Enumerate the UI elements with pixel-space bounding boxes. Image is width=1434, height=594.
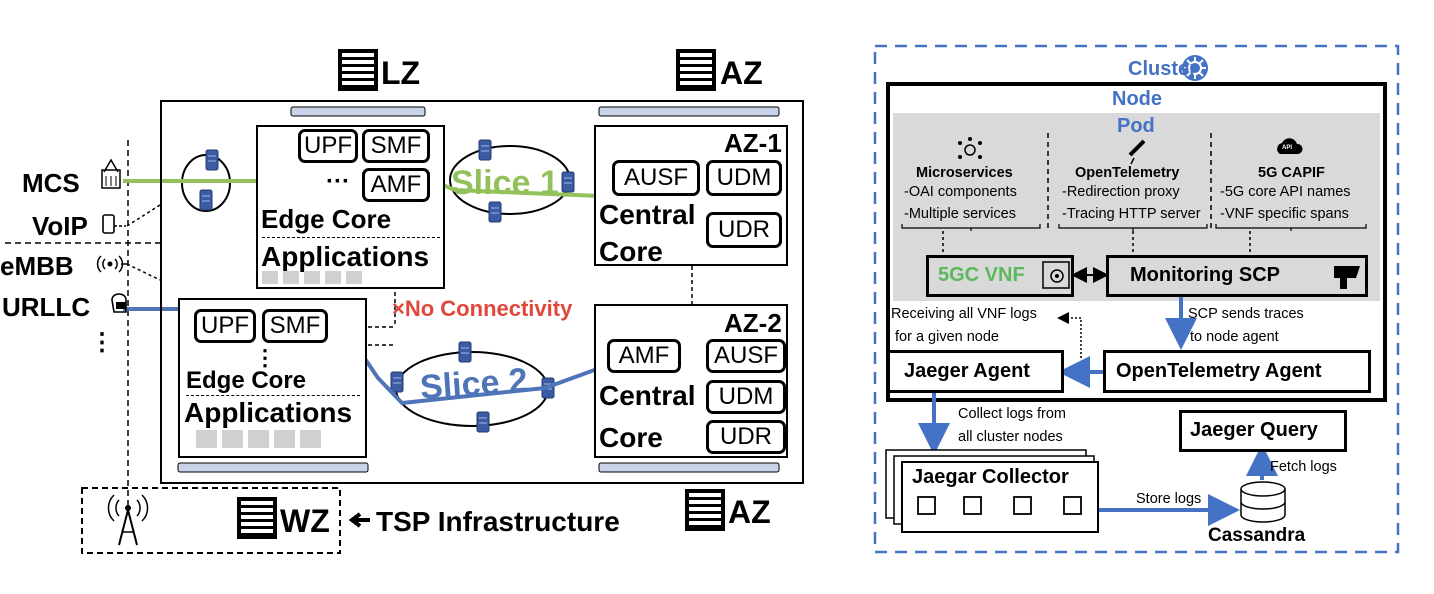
az2-title: AZ-2 — [724, 308, 782, 338]
user-mcs: MCS — [22, 168, 80, 198]
api-badge: API — [1282, 145, 1293, 151]
az1-udr: UDR — [706, 212, 782, 248]
vnf-gear-icon — [1042, 261, 1070, 289]
edge1-app-tiles — [262, 271, 362, 284]
broadcast-icon — [96, 255, 128, 273]
pod-label: Pod — [1117, 115, 1155, 137]
col-opentelemetry-title: OpenTelemetry — [1075, 165, 1180, 181]
vnf-box — [926, 255, 1074, 297]
cloud-api-icon — [1277, 138, 1303, 154]
antenna-icon — [107, 494, 149, 546]
az1-label-2: Core — [599, 236, 663, 267]
jaeger-query-label: Jaeger Query — [1190, 419, 1318, 441]
edge2-label: Edge Core — [186, 367, 307, 394]
col-microservices-title: Microservices — [916, 165, 1013, 181]
slice-1-label: Slice 1 — [451, 164, 559, 202]
wz-label: WZ — [280, 503, 330, 539]
tsp-label: TSP Infrastructure — [376, 506, 620, 537]
scp-icon — [1334, 266, 1360, 289]
az-bottom-label: AZ — [728, 494, 771, 530]
lz-bar — [290, 106, 426, 117]
az1-label-1: Central — [599, 199, 696, 230]
az2-udr: UDR — [706, 420, 786, 454]
microservices-icon — [958, 137, 982, 159]
no-connectivity-x-icon: × — [392, 296, 405, 321]
az-top-label: AZ — [720, 55, 763, 91]
lz-rack-icon — [338, 49, 378, 91]
cassandra-db-icon — [1240, 481, 1286, 523]
user-embb: eMBB — [0, 251, 74, 281]
col-capif-line1: -5G core API names — [1220, 184, 1351, 200]
node-label: Node — [1112, 88, 1162, 110]
scp-sends-text-1: SCP sends traces — [1188, 306, 1304, 322]
jaeger-agent-box — [887, 350, 1064, 393]
receiving-text-1: Receiving all VNF logs — [891, 306, 1037, 322]
col-capif-title: 5G CAPIF — [1258, 165, 1325, 181]
col-microservices-line2: -Multiple services — [904, 206, 1016, 222]
wz-rack-icon — [237, 497, 277, 539]
az1-udm: UDM — [706, 160, 782, 196]
edge1-amf: AMF — [362, 168, 430, 202]
edge2-smf: SMF — [262, 309, 328, 343]
jaeger-agent-label: Jaeger Agent — [904, 360, 1030, 382]
vnf-label: 5GC VNF — [938, 264, 1025, 286]
az2-ausf: AUSF — [706, 339, 786, 373]
az-bottom-bar — [598, 462, 780, 473]
cluster-label: Cluster — [1128, 58, 1197, 80]
kubernetes-icon — [1182, 55, 1208, 81]
user-voip: VoIP — [32, 211, 88, 241]
telescope-icon — [1128, 139, 1146, 165]
monitoring-scp-label: Monitoring SCP — [1130, 264, 1280, 286]
edge1-smf: SMF — [362, 129, 430, 163]
vr-headset-icon — [111, 293, 127, 313]
jaeger-query-box — [1179, 410, 1347, 452]
cassandra-label: Cassandra — [1208, 525, 1306, 546]
az1-title: AZ-1 — [724, 128, 782, 158]
collector-label: Jaegar Collector — [912, 466, 1069, 488]
edge1-label: Edge Core — [261, 204, 392, 234]
col-capif-line2: -VNF specific spans — [1220, 206, 1349, 222]
edge2-upf: UPF — [194, 309, 256, 343]
edge1-dots: ··· — [326, 168, 350, 195]
tsp-frame — [160, 100, 804, 484]
az2-amf: AMF — [607, 339, 681, 373]
no-connectivity-label: ×No Connectivity — [392, 296, 573, 321]
edge1-upf: UPF — [298, 129, 358, 163]
az-top-rack-icon — [676, 49, 716, 91]
building-icon — [101, 158, 121, 189]
edge1-apps: Applications — [261, 241, 430, 272]
az2-udm: UDM — [706, 380, 786, 414]
col-microservices-line1: -OAI components — [904, 184, 1017, 200]
wz-bar — [177, 462, 369, 473]
tsp-arrow-icon — [348, 512, 370, 528]
user-urllc: URLLC — [2, 292, 91, 322]
col-opentelemetry-line1: -Redirection proxy — [1062, 184, 1180, 200]
store-logs-text: Store logs — [1136, 491, 1202, 507]
col-opentelemetry-line2: -Tracing HTTP server — [1062, 206, 1201, 222]
cluster-box — [873, 44, 1400, 554]
scp-sends-text-2: to node agent — [1190, 329, 1279, 345]
collect-text-2: all cluster nodes — [958, 429, 1063, 445]
user-more: ⋮ — [90, 329, 114, 356]
opentelemetry-agent-label: OpenTelemetry Agent — [1116, 360, 1322, 382]
slice-2-label: Slice 2 — [418, 361, 529, 407]
opentelemetry-agent-box — [1103, 350, 1371, 393]
edge2-apps: Applications — [184, 397, 353, 428]
az-bottom-rack-icon — [685, 489, 725, 531]
lz-label: LZ — [381, 55, 421, 91]
edge2-app-tiles — [196, 430, 321, 448]
edge2-dots: ⋮ — [254, 345, 276, 370]
fetch-logs-text: Fetch logs — [1270, 459, 1337, 475]
az2-label-1: Central — [599, 380, 696, 411]
az2-label-2: Core — [599, 422, 663, 453]
phone-icon — [102, 214, 126, 234]
az1-ausf: AUSF — [612, 160, 700, 196]
monitoring-scp-box — [1106, 255, 1368, 297]
wz-box — [81, 487, 341, 554]
az-top-bar — [598, 106, 780, 117]
collect-text-1: Collect logs from — [958, 406, 1066, 422]
receiving-text-2: for a given node — [895, 329, 999, 345]
